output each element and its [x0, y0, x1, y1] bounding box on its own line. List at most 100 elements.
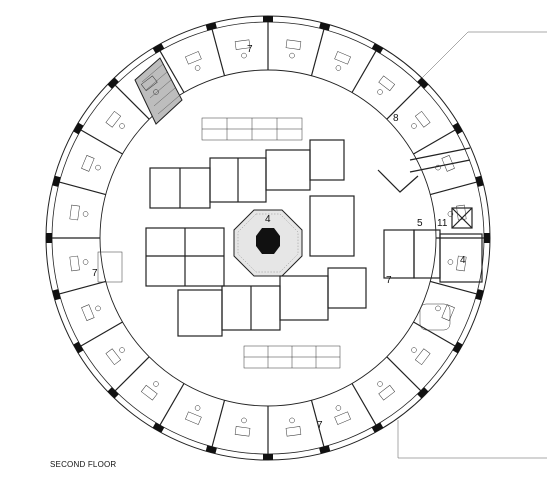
pilaster: [475, 289, 484, 301]
office-desk: [285, 39, 302, 50]
site-boundary-lines: [397, 31, 547, 459]
inner-offices-south: [177, 267, 367, 337]
office-chair: [153, 381, 159, 387]
office-desk: [234, 39, 251, 50]
inner-offices-west: [145, 227, 225, 287]
office-chair: [289, 417, 295, 424]
office-desk: [69, 204, 80, 221]
office-chair: [241, 52, 247, 59]
office-chair: [241, 417, 247, 424]
pilaster: [152, 43, 165, 54]
office-partition: [80, 129, 123, 155]
office-desk: [378, 384, 396, 401]
office-desk: [105, 348, 122, 366]
office-chair: [435, 305, 441, 312]
pilaster: [52, 175, 61, 187]
office-partition: [211, 400, 226, 447]
office-partition: [386, 356, 422, 392]
office-chair: [377, 89, 383, 95]
office-chair: [447, 259, 454, 265]
office-chair: [153, 89, 159, 95]
floor-caption: SECOND FLOOR: [50, 460, 117, 469]
room-labels: 7 8 7 7 7 4 4 5 11: [92, 44, 466, 431]
office-partition: [114, 84, 150, 120]
conference-table-east: [419, 303, 451, 331]
office-desk: [456, 204, 467, 221]
pilaster: [452, 341, 463, 354]
office-chair: [411, 347, 417, 353]
core-label-11: 11: [437, 218, 448, 229]
perimeter-desks: [69, 39, 467, 437]
office-partition: [59, 280, 106, 295]
office-desk: [441, 155, 455, 172]
pilaster: [46, 233, 52, 243]
room-label-ne: 8: [393, 113, 399, 124]
pilaster: [371, 43, 384, 54]
office-desk: [185, 411, 202, 425]
office-chair: [119, 347, 125, 353]
office-chair: [95, 305, 101, 312]
office-chair: [194, 65, 201, 71]
office-chair: [95, 164, 101, 171]
pilaster: [371, 422, 384, 433]
office-desk: [334, 51, 351, 65]
office-chair: [82, 211, 89, 217]
office-chair: [377, 381, 383, 387]
pilaster: [73, 341, 84, 354]
office-partition: [413, 321, 456, 347]
room-label-south: 7: [317, 420, 323, 431]
office-desk: [69, 255, 80, 272]
office-desk: [414, 348, 431, 366]
office-partition: [159, 50, 185, 93]
pilaster: [263, 16, 273, 22]
office-partition: [310, 400, 325, 447]
room-label-west: 7: [92, 268, 98, 279]
office-partition: [430, 181, 477, 196]
office-desk: [414, 110, 431, 128]
workstations-south: [243, 345, 341, 369]
atrium-label: 4: [265, 214, 271, 225]
office-desk: [234, 426, 251, 437]
pilaster: [319, 445, 331, 454]
workstations-north: [201, 117, 303, 141]
service-core: [377, 147, 483, 283]
office-partition: [159, 383, 185, 426]
pilaster: [452, 122, 463, 135]
perimeter-office-walls: [52, 22, 484, 454]
office-desk: [105, 110, 122, 128]
office-chair: [194, 405, 201, 411]
office-desk: [140, 75, 158, 92]
pilaster: [205, 445, 217, 454]
office-desk: [140, 384, 158, 401]
office-chair: [289, 52, 295, 59]
office-partition: [430, 280, 477, 295]
pilaster: [475, 175, 484, 187]
meeting-table-west: [97, 251, 123, 283]
pilaster: [417, 77, 429, 89]
office-partition: [351, 50, 377, 93]
office-partition: [211, 29, 226, 76]
office-desk: [285, 426, 302, 437]
office-chair: [119, 123, 125, 129]
office-desk: [81, 155, 95, 172]
office-partition: [413, 129, 456, 155]
pilaster: [52, 289, 61, 301]
inner-offices-north: [149, 139, 345, 209]
office-chair: [335, 65, 342, 71]
office-partition: [386, 84, 422, 120]
office-partition: [114, 356, 150, 392]
pilaster: [107, 387, 119, 399]
office-partition: [80, 321, 123, 347]
pilaster: [484, 233, 490, 243]
pilaster: [73, 122, 84, 135]
office-chair: [335, 405, 342, 411]
office-desk: [456, 255, 467, 272]
office-desk: [441, 304, 455, 321]
pilaster: [205, 22, 217, 31]
room-label-east: 7: [386, 275, 392, 286]
office-desk: [185, 51, 202, 65]
office-partition: [59, 181, 106, 196]
office-desk: [81, 304, 95, 321]
core-label-4: 4: [460, 255, 466, 266]
